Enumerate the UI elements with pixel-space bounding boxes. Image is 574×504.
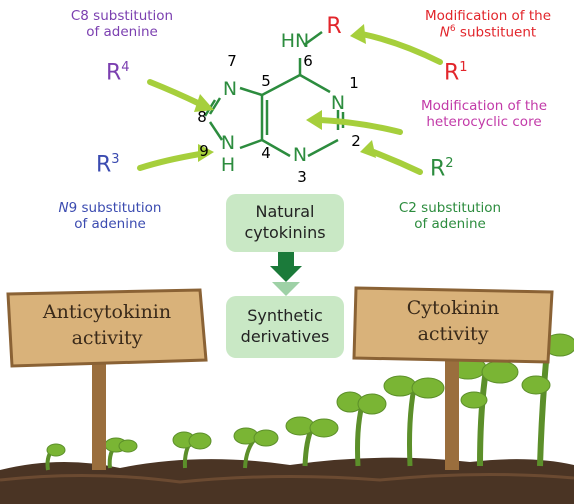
lime-arrowheads [194,24,376,162]
position-4: 4 [261,144,271,162]
position-3: 3 [297,168,307,186]
atom-n1: N [330,92,346,114]
atom-h9: H [220,154,236,176]
sign-anticytokinin-activity: Anticytokinin activity [42,301,172,349]
sign-cytokinin-activity: Cytokinin activity [406,297,500,345]
adenine-bonds [203,30,345,158]
substituent-r3: R3 [96,152,120,178]
label-n9-substitution: N9 substitution of adenine [58,200,162,233]
position-5: 5 [261,72,271,90]
atom-n7: N [222,78,238,100]
atom-n3: N [292,144,308,166]
flow-arrow [270,252,302,296]
synthetic-derivatives-box: Synthetic derivatives [226,296,344,358]
right-sign-post [445,340,459,470]
position-7: 7 [227,52,237,70]
soil [0,457,574,504]
position-6: 6 [303,52,313,70]
soil-texture [0,472,574,484]
position-2: 2 [351,132,361,150]
substituent-r1: R1 [444,60,468,86]
position-8: 8 [197,108,207,126]
position-1: 1 [349,74,359,92]
atom-hn: HN [280,30,310,52]
right-sign-board [352,286,554,364]
left-sign-board [6,288,208,368]
label-modification-n6: Modification of the N6 substituent [424,8,552,41]
label-c8-substitution: C8 substitution of adenine [70,8,174,41]
substituent-r2: R2 [430,156,454,182]
left-sign-post [92,340,106,470]
seedlings [45,328,574,471]
natural-cytokinins-box: Natural cytokinins [226,194,344,252]
substituent-r-n6: R [326,14,342,39]
label-c2-substitution: C2 substitution of adenine [398,200,502,233]
position-9: 9 [199,142,209,160]
label-modification-core: Modification of the heterocyclic core [420,98,548,131]
atom-n9: N [220,132,236,154]
substituent-r4: R4 [106,60,130,86]
